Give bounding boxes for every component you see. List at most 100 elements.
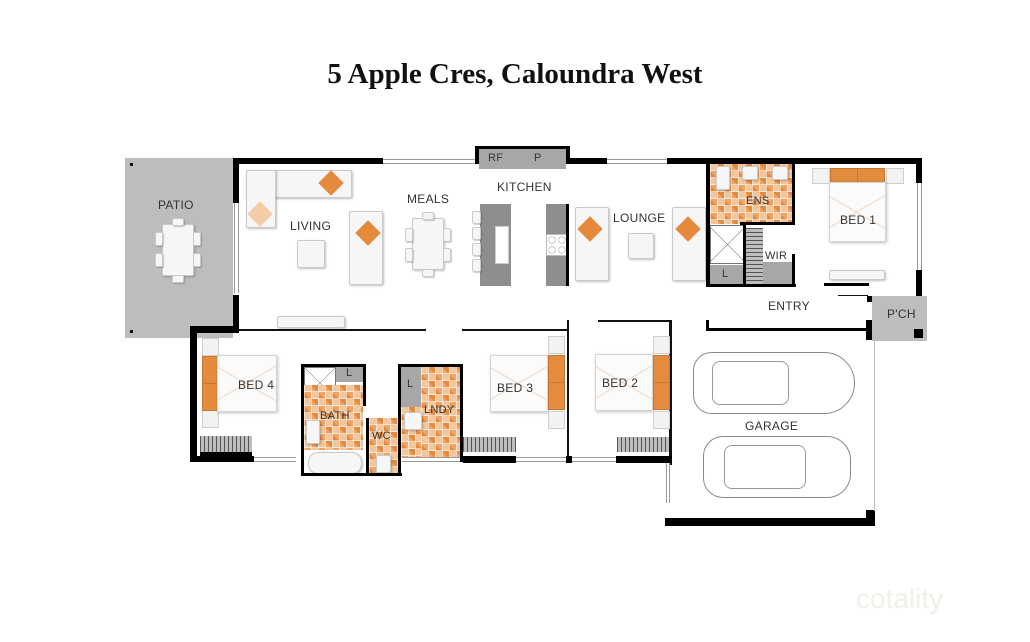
wall bbox=[190, 326, 197, 462]
shower bbox=[710, 225, 745, 264]
tv-unit bbox=[277, 316, 345, 328]
basin bbox=[772, 166, 788, 180]
room-label-bed2: BED 2 bbox=[602, 376, 639, 390]
wall bbox=[233, 295, 239, 333]
sink-icon bbox=[495, 226, 509, 264]
room-label-ensuite: ENS bbox=[746, 195, 770, 207]
dining-table bbox=[412, 218, 444, 270]
bathtub bbox=[308, 452, 362, 474]
room-label-bed4: BED 4 bbox=[238, 378, 275, 392]
room-label-entry: ENTRY bbox=[768, 299, 810, 313]
room-label-bed3: BED 3 bbox=[497, 381, 534, 395]
window bbox=[402, 457, 460, 462]
wall bbox=[366, 473, 402, 476]
door-line bbox=[838, 295, 868, 296]
stool bbox=[472, 259, 481, 272]
toilet bbox=[716, 166, 730, 190]
bedside-table bbox=[653, 411, 670, 429]
room-label-living: LIVING bbox=[290, 219, 332, 233]
window bbox=[516, 457, 566, 462]
room-label-laundry: LNDY bbox=[424, 404, 455, 416]
linen-cupboard bbox=[336, 367, 363, 382]
bed-4 bbox=[217, 355, 277, 412]
pantry-cabinet bbox=[514, 149, 566, 169]
wardrobe bbox=[463, 437, 516, 452]
stool bbox=[472, 243, 481, 256]
linen-cupboard bbox=[401, 367, 421, 407]
room-label-meals: MEALS bbox=[407, 192, 450, 206]
wall bbox=[706, 320, 709, 330]
room-label-garage: GARAGE bbox=[745, 419, 799, 433]
patio-post bbox=[130, 163, 133, 166]
wall bbox=[190, 326, 238, 333]
wall bbox=[706, 328, 872, 331]
patio-post bbox=[130, 330, 133, 333]
bedside-table bbox=[886, 168, 904, 184]
wall bbox=[301, 364, 304, 476]
wall bbox=[363, 364, 366, 406]
patio-table bbox=[162, 224, 194, 276]
bed-2 bbox=[595, 354, 653, 411]
ottoman bbox=[628, 233, 654, 259]
wall bbox=[238, 329, 426, 331]
room-label-porch: P'CH bbox=[887, 307, 916, 321]
tv-unit bbox=[829, 270, 885, 280]
basin bbox=[742, 166, 758, 180]
laundry-tub bbox=[404, 412, 422, 430]
bed-1 bbox=[829, 182, 886, 242]
cooktop-icon bbox=[546, 234, 568, 256]
wall bbox=[566, 146, 570, 164]
chair bbox=[172, 218, 184, 226]
wall bbox=[792, 164, 795, 224]
wir-shelf bbox=[763, 262, 793, 285]
wall bbox=[566, 456, 572, 463]
chair bbox=[405, 228, 413, 242]
room-label-bed1: BED 1 bbox=[840, 213, 877, 227]
pillow bbox=[548, 382, 565, 410]
wall bbox=[567, 320, 569, 460]
room-label-wir: WIR bbox=[765, 250, 788, 262]
chair bbox=[172, 275, 184, 283]
patio-area-ext bbox=[125, 296, 190, 338]
bedside-table bbox=[202, 410, 219, 428]
car-icon bbox=[703, 436, 851, 498]
toilet bbox=[376, 455, 391, 473]
wall bbox=[665, 518, 875, 526]
wall bbox=[616, 456, 672, 463]
plan-title: 5 Apple Cres, Caloundra West bbox=[327, 58, 703, 90]
window bbox=[917, 183, 922, 270]
wall bbox=[667, 158, 922, 164]
bedside-table bbox=[202, 338, 219, 356]
wall bbox=[866, 510, 875, 526]
wall bbox=[598, 320, 671, 322]
wall bbox=[706, 164, 710, 286]
wall bbox=[190, 456, 254, 462]
stool bbox=[472, 211, 481, 224]
linen-cupboard bbox=[710, 265, 743, 285]
chair bbox=[443, 248, 451, 262]
window bbox=[254, 457, 296, 462]
wall bbox=[475, 146, 479, 164]
wall bbox=[398, 364, 463, 367]
bed-3 bbox=[490, 355, 548, 412]
chair bbox=[422, 269, 434, 277]
room-label-patio: PATIO bbox=[158, 198, 194, 212]
car-icon bbox=[693, 352, 855, 414]
wall bbox=[740, 222, 795, 225]
wall bbox=[706, 284, 796, 287]
bedside-table bbox=[653, 336, 670, 354]
basin bbox=[306, 420, 320, 444]
wardrobe bbox=[200, 436, 252, 456]
room-label-wc: WC bbox=[372, 430, 391, 442]
garage-side-door bbox=[666, 463, 670, 503]
wall bbox=[824, 283, 869, 286]
laundry-floor bbox=[421, 367, 460, 457]
label-fridge: RF bbox=[488, 152, 504, 164]
wall bbox=[366, 418, 369, 476]
room-label-kitchen: KITCHEN bbox=[497, 180, 552, 194]
porch-post bbox=[914, 329, 923, 338]
wall bbox=[916, 158, 922, 183]
wall bbox=[301, 364, 366, 367]
chair bbox=[155, 253, 163, 267]
